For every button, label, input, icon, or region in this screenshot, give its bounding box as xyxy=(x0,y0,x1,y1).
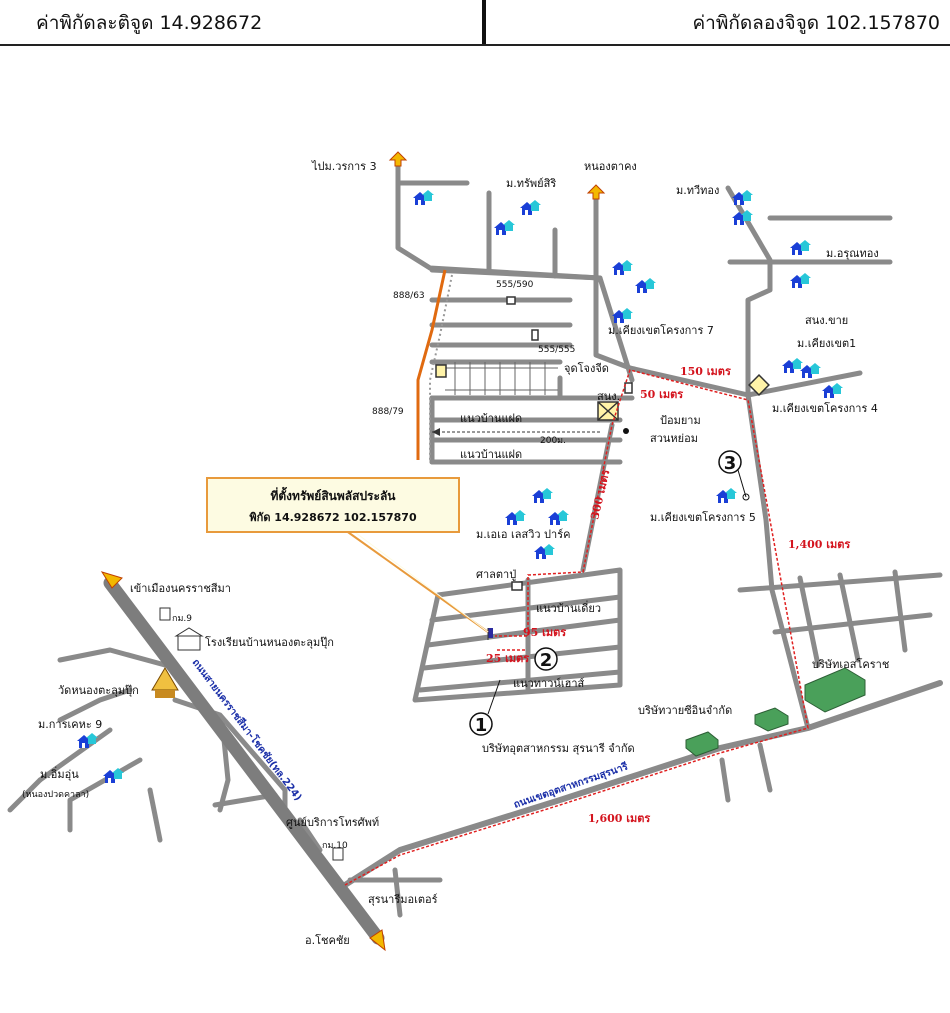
label-sala: ศาลตาปู่ xyxy=(476,568,516,581)
marker-2-label: 2 xyxy=(540,650,553,671)
property-callout: ที่ตั้งทรัพย์สินพลัสประลัน พิกัด 14.9286… xyxy=(206,477,460,533)
label-m-karnkheha9: ม.การเคหะ 9 xyxy=(38,718,102,731)
label-surin-motor: สุรนารีมอเตอร์ xyxy=(368,893,438,906)
label-m-arunthong: ม.อรุณทอง xyxy=(826,247,879,260)
callout-title: ที่ตั้งทรัพย์สินพลัสประลัน xyxy=(270,486,396,503)
marker-3: 3 xyxy=(718,450,742,474)
label-row-single: แนวบ้านเดี่ยว xyxy=(536,600,601,615)
label-row-townhouse: แนวทาวน์เฮาส์ xyxy=(513,677,585,690)
label-km9: กม.9 xyxy=(172,614,192,624)
arrow-up-icon xyxy=(389,151,605,200)
label-m-imun: ม.อิ่มอุ่น xyxy=(40,766,79,781)
label-m-khiangkhet4: ม.เคียงเขตโครงการ 4 xyxy=(772,401,878,415)
label-sanong: สนง. xyxy=(597,390,620,403)
flag-icon xyxy=(487,628,493,640)
label-m-ace: ม.เอเอ เลสวิว ปาร์ค xyxy=(476,528,570,541)
label-lot-555-555: 555/555 xyxy=(538,345,575,355)
route-lines xyxy=(344,369,809,886)
label-row-house-2: แนวบ้านแฝด xyxy=(460,448,522,461)
distance-200m: 200ม. xyxy=(540,436,566,446)
marker-1-label: 1 xyxy=(475,715,488,736)
label-jud-jongjid: จุดโจงจีด xyxy=(564,361,609,375)
callout-leader-inner xyxy=(351,529,489,633)
arrowhead xyxy=(432,428,440,436)
garden-dot xyxy=(623,428,629,434)
label-lot-888-63: 888/63 xyxy=(393,291,425,301)
project-boundary xyxy=(416,269,453,460)
label-temple: วัดหนองตะลุมปุ๊ก xyxy=(58,684,139,697)
arrow-icon xyxy=(369,929,386,952)
callout-coords: พิกัด 14.928672 102.157870 xyxy=(249,511,417,524)
label-service-center: ศูนย์บริการโทรศัพท์ xyxy=(286,815,379,829)
label-lot-888-79: 888/79 xyxy=(372,407,404,417)
marker-1-leader xyxy=(487,679,501,715)
place-labels: ไปม.วรการ 3 หนองตาคง ม.ทรัพย์สิริ ม.ทวีท… xyxy=(22,160,889,947)
distance-25m: 25 เมตร xyxy=(486,652,529,665)
distance-50m: 50 เมตร xyxy=(640,388,683,401)
label-to-korat: เข้าเมืองนครราชสีมา xyxy=(130,582,231,595)
km-post-icon xyxy=(159,607,344,861)
label-m-khiangkhet1: ม.เคียงเขต1 xyxy=(797,337,856,350)
label-sanong-khai: สนง.ขาย xyxy=(805,314,848,327)
label-to-worakarn3: ไปม.วรการ 3 xyxy=(311,160,377,173)
label-company-tos: บริษัทเอสโคราช xyxy=(812,657,889,671)
longitude-label: ค่าพิกัดลองจิจูด 102.157870 xyxy=(692,12,940,34)
school-icon xyxy=(174,627,204,651)
label-school: โรงเรียนบ้านหนองตะลุมปุ๊ก xyxy=(205,635,334,649)
distance-300m: 300 เมตร xyxy=(588,468,612,521)
label-nong-tatong: หนองตาคง xyxy=(584,160,637,173)
label-lot-555-590: 555/590 xyxy=(496,280,534,290)
label-m-thawithong: ม.ทวีทอง xyxy=(676,184,719,197)
callout-leader xyxy=(344,529,489,633)
marker-1: 1 xyxy=(469,712,493,736)
office-icon xyxy=(435,296,770,591)
header-divider xyxy=(482,0,486,44)
lot-lines xyxy=(445,362,558,395)
label-road-main: ถนนสายนครราชสีมา-โชคชัย(ทล.224) xyxy=(190,656,305,803)
highway-224 xyxy=(103,576,385,945)
label-company-ind: บริษัทอุตสาหกรรม สุรนารี จำกัด xyxy=(482,742,635,755)
marker-3-leader xyxy=(737,469,747,498)
label-chokchai: อ.โชคชัย xyxy=(305,933,350,947)
distance-1600m: 1,600 เมตร xyxy=(588,812,650,825)
label-company-sc: บริษัทวายซีอินจำกัด xyxy=(638,704,732,717)
label-m-khiangkhet7: ม.เคียงเขตโครงการ 7 xyxy=(608,323,714,337)
marker-2: 2 xyxy=(534,647,558,671)
label-m-khiangkhet5: ม.เคียงเขตโครงการ 5 xyxy=(650,510,756,524)
label-m-sapsiri: ม.ทรัพย์สิริ xyxy=(506,177,556,190)
latitude-label: ค่าพิกัดละติจูด 14.928672 xyxy=(36,12,263,34)
distance-1400m: 1,400 เมตร xyxy=(788,538,850,551)
label-suan-yom: สวนหย่อม xyxy=(650,432,698,445)
distance-95m: 95 เมตร xyxy=(523,626,566,639)
label-pom-yam: ป้อมยาม xyxy=(660,414,701,427)
distance-150m: 150 เมตร xyxy=(680,365,731,378)
arrow-icon xyxy=(100,571,123,589)
factory-icon xyxy=(685,667,866,757)
coordinate-header: ค่าพิกัดละติจูด 14.928672 ค่าพิกัดลองจิจ… xyxy=(0,0,950,46)
label-nong-puatkhala: (หนองปวดคาลา) xyxy=(22,790,89,800)
marker-3-label: 3 xyxy=(724,453,737,474)
label-row-house-1: แนวบ้านแฝด xyxy=(460,412,522,425)
temple-icon xyxy=(151,667,179,698)
label-km10: กม.10 xyxy=(322,841,348,851)
